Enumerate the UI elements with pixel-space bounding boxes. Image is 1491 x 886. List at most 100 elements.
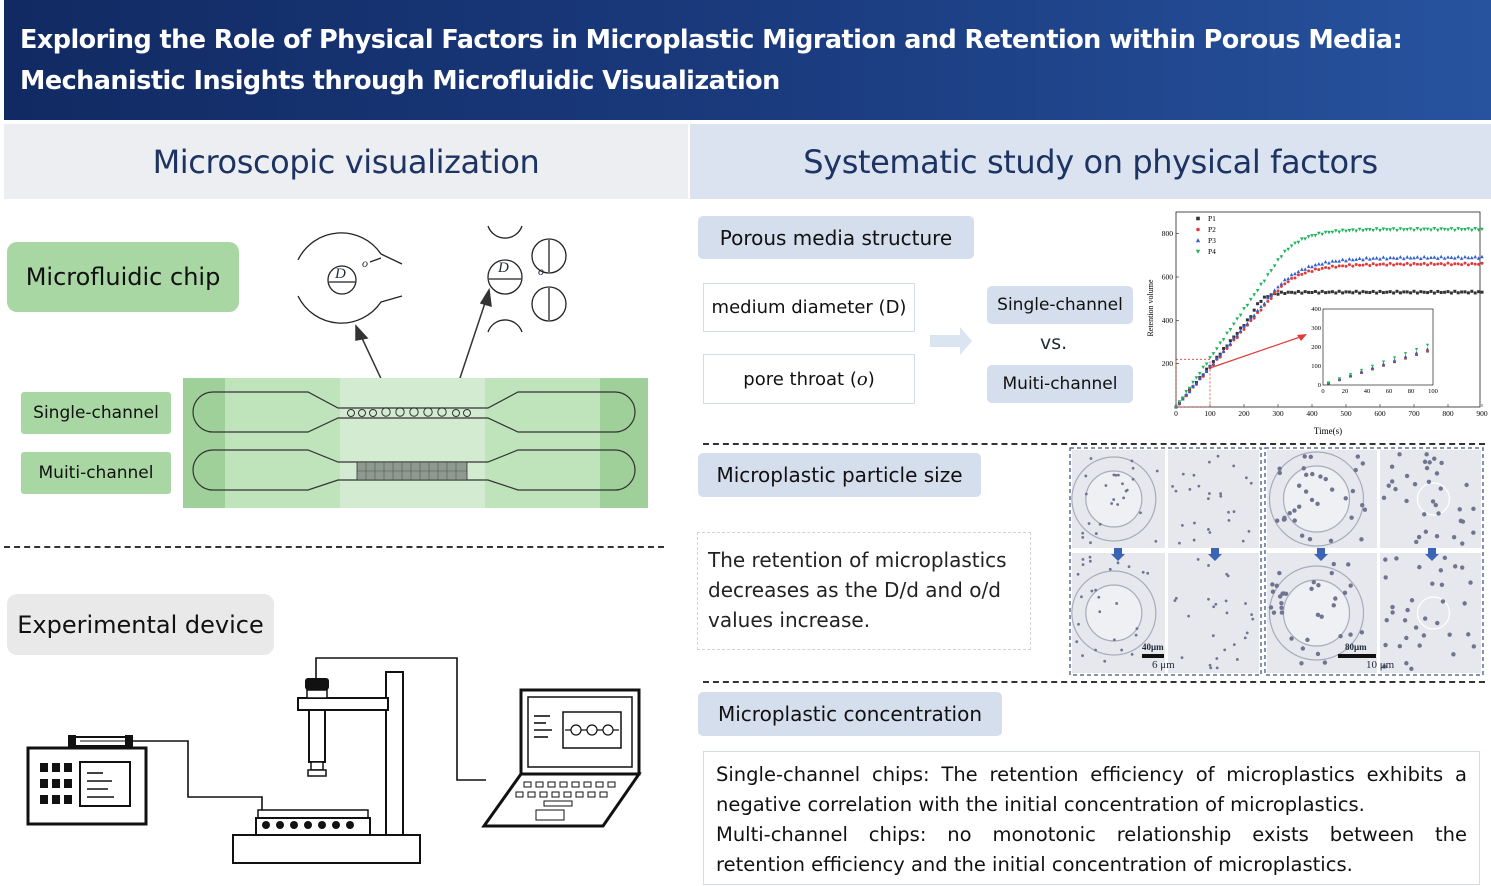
microplastic-particle: [1289, 636, 1294, 641]
microplastic-particle: [1433, 502, 1438, 508]
chart-point-P1: [1228, 339, 1232, 343]
chart-x-label: Time(s): [1314, 426, 1342, 436]
chart-point-P3: [1259, 304, 1263, 309]
microplastic-particle: [1311, 579, 1316, 585]
chart-point-P4: [1456, 227, 1460, 231]
chart-point-P1: [1463, 290, 1467, 294]
chart-point-P4: [1215, 347, 1219, 351]
microplastic-particle: [1329, 570, 1334, 576]
chart-point-P3: [1221, 349, 1226, 353]
inset-x-tick-label: 40: [1364, 388, 1371, 395]
chart-point-P4: [1201, 365, 1205, 370]
chart-point-P2: [1398, 262, 1402, 266]
chart-point-P2: [1364, 262, 1368, 266]
microplastic-particle: [1188, 488, 1192, 491]
tubing: [133, 740, 263, 810]
chart-y-tick-label: 400: [1162, 316, 1174, 325]
pore-throat-var: o: [856, 368, 868, 390]
chart-point-P3: [1276, 284, 1280, 289]
chart-point-P1: [1480, 290, 1484, 294]
micrograph-cell: [1380, 450, 1481, 548]
chart-point-P1: [1354, 289, 1358, 293]
chart-point-P3: [1303, 267, 1307, 271]
chart-point-P2: [1351, 264, 1355, 268]
chart-point-P2: [1273, 291, 1277, 295]
microplastic-particle: [1417, 643, 1422, 648]
microplastic-particle: [1360, 461, 1366, 466]
microplastic-particle: [1174, 489, 1178, 493]
microplastic-particle: [1427, 460, 1432, 465]
chart-point-P2: [1463, 261, 1467, 265]
chart-point-P3: [1306, 264, 1311, 268]
chart-point-P1: [1426, 291, 1430, 295]
chart-point-P4: [1334, 229, 1338, 233]
camera-cable: [315, 657, 486, 781]
chart-point-P4: [1228, 328, 1233, 332]
particle-note-line-2: decreases as the D/d and o/d: [708, 578, 1001, 602]
chart-point-P1: [1378, 289, 1382, 293]
chart-point-P4: [1480, 227, 1484, 232]
chart-point-P2: [1439, 262, 1443, 266]
chart-point-P2: [1252, 316, 1256, 320]
chart-point-P2: [1449, 263, 1453, 267]
microplastic-particle: [1154, 539, 1158, 543]
microplastic-particle: [1435, 620, 1440, 626]
chart-point-P3: [1473, 254, 1477, 259]
microplastic-particle: [1296, 483, 1302, 488]
chart-point-P3: [1347, 257, 1352, 261]
chart-point-P2: [1446, 261, 1450, 265]
microplastic-particle: [1131, 466, 1135, 470]
microplastic-particle: [1120, 648, 1124, 652]
chart-point-P4: [1439, 227, 1443, 231]
microplastic-particle: [1192, 473, 1196, 477]
chart-point-P1: [1422, 290, 1426, 294]
microplastic-particle: [1404, 635, 1409, 641]
throat-label-single: o: [362, 256, 368, 270]
chart-point-P3: [1289, 272, 1294, 277]
zoom-arrowhead: [1297, 334, 1307, 341]
microplastic-particle: [1112, 473, 1116, 477]
inset-point-P4: [1381, 360, 1386, 364]
chart-point-P2: [1334, 265, 1338, 269]
chart-point-P3: [1395, 256, 1399, 260]
chart-point-P3: [1245, 321, 1250, 326]
chart-point-P1: [1473, 291, 1477, 295]
chart-point-P4: [1429, 228, 1433, 232]
microplastic-particle: [1249, 481, 1253, 485]
microplastic-particle: [1081, 535, 1085, 539]
chart-point-P4: [1388, 228, 1392, 232]
legend-marker-P3: [1195, 238, 1201, 243]
microplastic-particle: [1338, 634, 1343, 639]
chart-point-P4: [1249, 297, 1253, 302]
microplastic-particle: [1171, 484, 1174, 488]
chart-point-P4: [1286, 247, 1290, 252]
chart-point-P3: [1470, 255, 1474, 260]
chart-point-P1: [1385, 290, 1389, 294]
chart-point-P1: [1419, 290, 1423, 294]
chart-point-P3: [1235, 333, 1239, 337]
microplastic-particle: [1081, 531, 1085, 535]
chart-point-P4: [1279, 255, 1284, 259]
microplastic-particle: [1328, 538, 1334, 544]
microplastic-particle: [1077, 622, 1080, 626]
chart-point-P3: [1402, 256, 1406, 261]
microplastic-particle: [1308, 454, 1313, 460]
chart-point-P2: [1300, 272, 1304, 276]
microplastic-particle: [1331, 561, 1336, 567]
chart-point-P3: [1238, 328, 1243, 333]
microplastic-particle: [1277, 570, 1282, 576]
microplastic-particle: [1409, 598, 1415, 603]
chart-point-P3: [1293, 271, 1297, 276]
microplastic-particle: [1207, 460, 1211, 464]
chart-point-P4: [1174, 405, 1178, 409]
microplastic-particle: [1315, 612, 1321, 618]
microplastic-particle: [1309, 497, 1315, 503]
chart-point-P2: [1470, 261, 1474, 265]
microplastic-particle: [1471, 506, 1476, 512]
chart-point-P2: [1303, 271, 1307, 275]
chart-point-P3: [1232, 336, 1236, 340]
chart-point-P4: [1470, 228, 1474, 233]
laptop-icon: [481, 688, 642, 828]
microplastic-particle: [1094, 648, 1097, 652]
chart-point-P4: [1381, 227, 1386, 232]
